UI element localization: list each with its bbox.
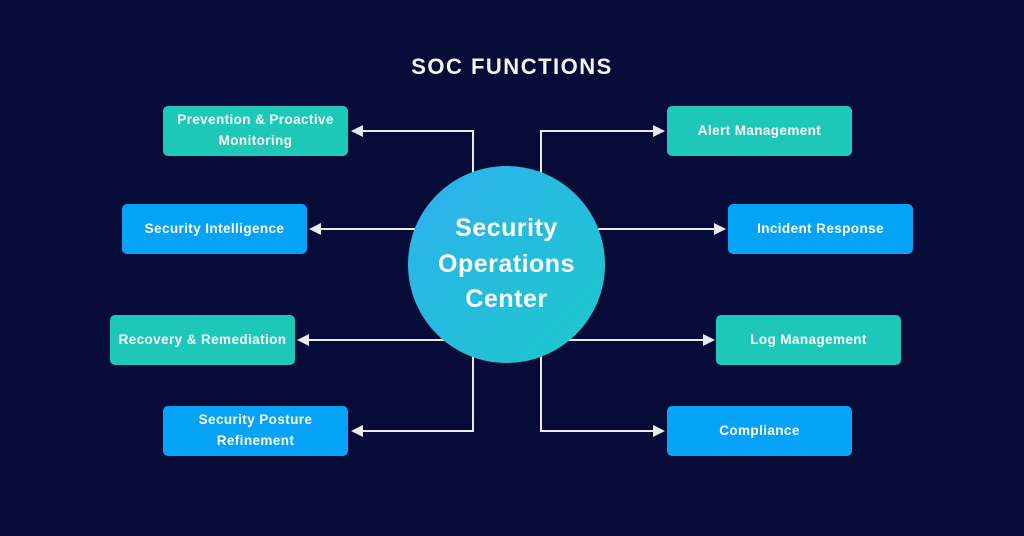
arrowhead-security-posture [351,425,363,437]
node-alert-management: Alert Management [667,106,852,156]
node-label: Alert Management [697,122,822,138]
soc-center-label: Security Operations Center [438,214,575,314]
node-prevention-proactive-monitoring: Prevention & Proactive Monitoring [163,106,348,156]
page-title: SOC FUNCTIONS [411,54,613,79]
node-label: Compliance [719,422,800,438]
arrowhead-security-intelligence [309,223,321,235]
soc-center-circle: Security Operations Center [408,166,605,363]
arrowhead-compliance [653,425,665,437]
node-recovery-remediation: Recovery & Remediation [110,315,295,365]
node-label: Recovery & Remediation [118,331,287,347]
arrowhead-incident-response [714,223,726,235]
node-security-posture-refinement: Security Posture Refinement [163,406,348,456]
node-security-intelligence: Security Intelligence [122,204,307,254]
node-log-management: Log Management [716,315,901,365]
arrowhead-log-management [703,334,715,346]
connector-security-posture [354,350,474,432]
arrowhead-alert-management [653,125,665,137]
arrowhead-recovery-remediation [297,334,309,346]
node-label: Security Intelligence [144,220,285,236]
arrowhead-prevention-monitoring [351,125,363,137]
connector-compliance [540,350,662,432]
node-compliance: Compliance [667,406,852,456]
node-incident-response: Incident Response [728,204,913,254]
node-label: Security Posture Refinement [198,412,313,448]
node-label: Incident Response [757,220,884,236]
node-label: Log Management [750,331,867,347]
node-label: Prevention & Proactive Monitoring [177,112,334,148]
